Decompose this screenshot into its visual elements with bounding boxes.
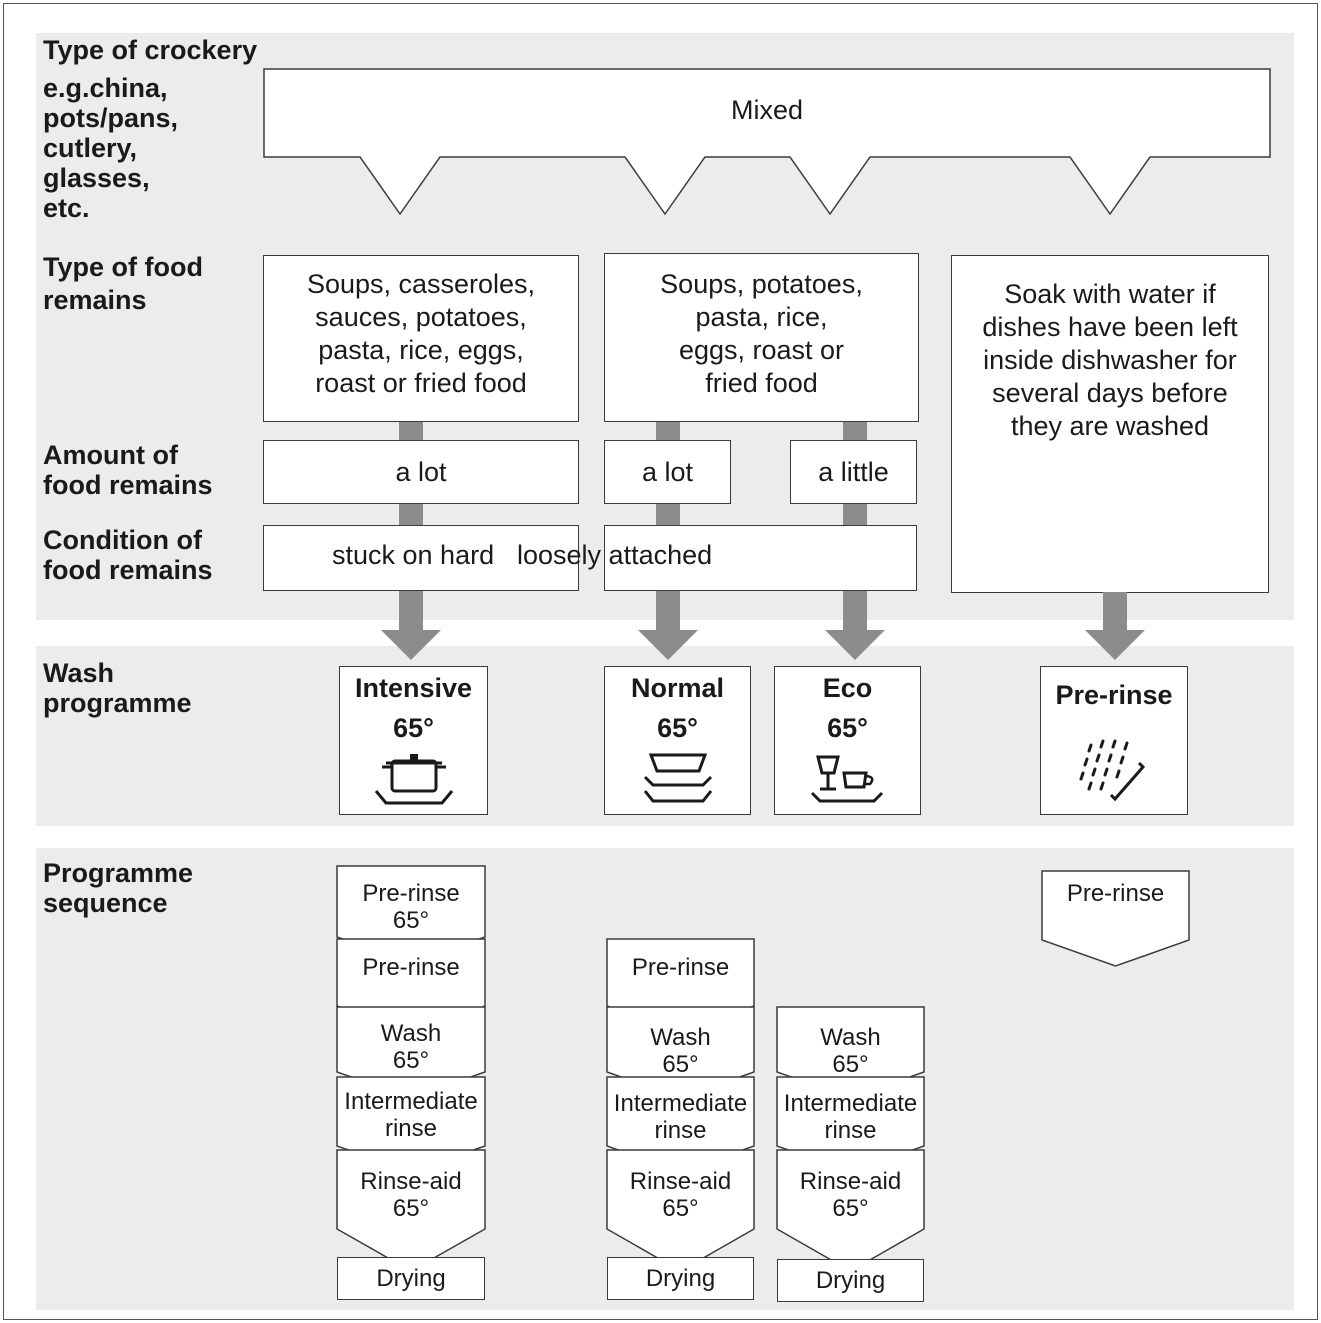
pot-icon xyxy=(374,754,453,805)
programme-name: Normal xyxy=(630,673,725,703)
condition-intensive-box xyxy=(263,525,579,591)
programme-normal: Normal 65° xyxy=(604,666,751,815)
sequence-drying-box: Drying xyxy=(777,1259,924,1302)
condition-loose: loosely attached xyxy=(517,540,713,570)
sequence-step-label: Pre-rinse xyxy=(631,954,730,981)
sequence-step-label: Wash 65° xyxy=(820,1024,881,1078)
amount-eco: a little xyxy=(790,440,917,504)
arrow-down-icon xyxy=(381,592,441,660)
programme-name: Pre-rinse xyxy=(1055,680,1173,710)
sequence-step-label: Intermediate rinse xyxy=(344,1088,478,1142)
sequence-step-shape xyxy=(776,1149,925,1272)
sequence-step-label: Wash 65° xyxy=(650,1024,711,1078)
plates-icon xyxy=(643,753,712,803)
amount-normal: a lot xyxy=(604,440,731,504)
sequence-step-shape xyxy=(1041,870,1190,967)
programme-name: Intensive xyxy=(354,673,473,703)
programme-prerinse: Pre-rinse xyxy=(1040,666,1188,815)
sequence-step-label: Pre-rinse xyxy=(1066,880,1165,907)
food-type-normal: Soups, potatoes, pasta, rice, eggs, roas… xyxy=(604,253,919,422)
sequence-step-label: Pre-rinse xyxy=(362,954,460,981)
sequence-step-label: Intermediate rinse xyxy=(613,1090,748,1144)
programme-temp: 65° xyxy=(827,713,868,743)
sequence-step-label: Wash 65° xyxy=(380,1020,442,1074)
label-crockery: Type of crockery xyxy=(43,35,258,65)
glass-cup-icon xyxy=(810,755,883,803)
label-wash-programme: Wash programme xyxy=(43,658,192,718)
arrow-down-icon xyxy=(1085,592,1145,660)
programme-eco: Eco 65° xyxy=(774,666,921,815)
arrow-down-icon xyxy=(825,592,885,660)
label-amount: Amount of food remains xyxy=(43,440,213,500)
sequence-step-label: Intermediate rinse xyxy=(783,1090,918,1144)
sequence-step-label: Rinse-aid 65° xyxy=(360,1168,462,1222)
food-type-prerinse: Soak with water if dishes have been left… xyxy=(951,255,1269,593)
sequence-step-label: Rinse-aid 65° xyxy=(799,1168,902,1222)
programme-intensive: Intensive 65° xyxy=(339,666,488,815)
arrow-down-icon xyxy=(638,592,698,660)
label-condition: Condition of food remains xyxy=(43,525,213,585)
programme-temp: 65° xyxy=(657,713,698,743)
mixed-shape xyxy=(263,68,1271,216)
sequence-drying-box: Drying xyxy=(607,1257,754,1300)
sequence-step-label: Rinse-aid 65° xyxy=(629,1168,732,1222)
sequence-step-shape xyxy=(606,1149,755,1272)
condition-stuck: stuck on hard xyxy=(332,540,495,570)
diagram-frame xyxy=(3,3,1318,1320)
label-food-type: Type of food remains xyxy=(43,252,203,315)
condition-normal-box xyxy=(604,525,917,591)
amount-intensive: a lot xyxy=(263,440,579,504)
label-sequence: Programme sequence xyxy=(43,858,194,918)
programme-name: Eco xyxy=(822,673,873,703)
food-type-intensive: Soups, casseroles, sauces, potatoes, pas… xyxy=(263,255,579,422)
sequence-drying-box: Drying xyxy=(337,1257,485,1300)
sequence-step-shape xyxy=(336,1149,486,1272)
label-crockery-examples: e.g.china, pots/pans, cutlery, glasses, … xyxy=(43,73,179,223)
programme-temp: 65° xyxy=(393,713,434,743)
water-spray-icon xyxy=(1079,739,1146,802)
crockery-value: Mixed xyxy=(730,95,804,125)
sequence-step-label: Pre-rinse 65° xyxy=(362,880,460,934)
